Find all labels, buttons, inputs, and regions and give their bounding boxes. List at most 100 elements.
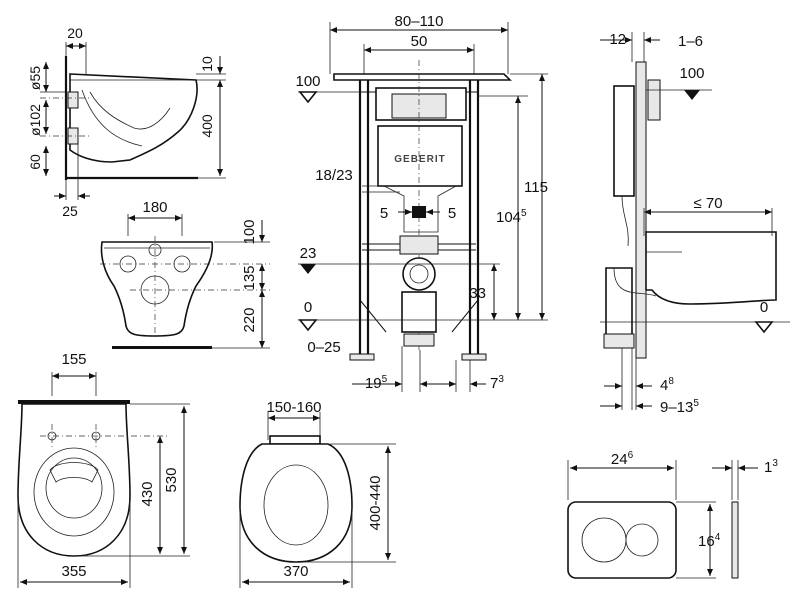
seat-outer (239, 443, 353, 563)
dim-50: 50 (411, 33, 428, 50)
dim-4-sup: 8 (668, 376, 674, 387)
dim-0-25: 0–25 (307, 339, 340, 356)
bowl-inner-line (89, 91, 171, 130)
dim-4-8: 48 (660, 376, 674, 394)
dim-9-13-sup: 5 (693, 398, 699, 409)
flush-pipe (383, 185, 458, 233)
bowl-front-outline (100, 241, 214, 337)
drain-connector (402, 257, 436, 291)
dim-370: 370 (283, 563, 308, 580)
drain-end-side (603, 333, 635, 349)
dim-400-440: 400-440 (367, 475, 384, 530)
bowl-connector (399, 235, 439, 255)
dim-5-left: 5 (380, 205, 388, 222)
wall-bar (18, 400, 130, 404)
foot-right (461, 353, 487, 361)
dim-le-70: ≤ 70 (693, 195, 722, 212)
dim-430: 430 (139, 481, 156, 506)
inlet-hole (148, 243, 162, 257)
flush-plate-side (647, 79, 661, 121)
bowl-inner-line-2 (81, 89, 143, 147)
dim-24-sup: 6 (628, 450, 634, 461)
dim-d102: ø102 (27, 104, 43, 136)
dim-33: 33 (469, 285, 486, 302)
bowl-side-outline (69, 73, 198, 163)
flush-plate-view: 246 164 13 (567, 450, 778, 579)
center-marker (412, 206, 426, 218)
dim-7-sup: 3 (498, 374, 504, 385)
dim-104-5: 1045 (496, 208, 527, 226)
drain-end (403, 333, 435, 347)
dim-100-front: 100 (241, 219, 258, 244)
dim-1-sup: 3 (772, 458, 778, 469)
toilet-side-view: ø55 20 10 400 ø102 60 25 (27, 25, 226, 219)
flush-hose (621, 195, 629, 247)
dim-135: 135 (241, 265, 258, 290)
level-marker-100-side (684, 90, 700, 100)
dim-9-13-base: 9–13 (660, 399, 693, 416)
bowl-side-profile (645, 231, 777, 305)
dim-100-frame: 100 (295, 73, 320, 90)
dim-1-base: 1 (764, 459, 772, 476)
dim-180: 180 (142, 199, 167, 216)
dim-9-13-5: 9–135 (660, 398, 699, 416)
dim-7-base: 7 (490, 375, 498, 392)
dim-60: 60 (27, 154, 43, 170)
dim-25: 25 (62, 203, 78, 219)
dim-24-6: 246 (611, 450, 634, 468)
dim-7-3: 73 (490, 374, 504, 392)
dim-16-sup: 4 (715, 532, 721, 543)
dim-20: 20 (67, 25, 83, 41)
dim-4-base: 4 (660, 377, 668, 394)
level-marker-100 (298, 91, 318, 104)
dim-400: 400 (199, 114, 215, 138)
flush-inlet (67, 91, 79, 109)
bowl-top-outline (17, 403, 131, 557)
dim-530: 530 (163, 467, 180, 492)
dim-1-6: 1–6 (678, 33, 703, 50)
dim-10: 10 (199, 56, 215, 72)
frame-side-view: 12 1–6 100 ≤ 70 0 48 9–135 (600, 31, 790, 416)
dim-115: 115 (524, 179, 548, 196)
frame-side-post (635, 61, 647, 359)
bowl-top-view: 155 430 530 355 (17, 351, 190, 588)
toilet-front-view: 180 100 135 220 (100, 199, 270, 349)
dim-23: 23 (300, 245, 317, 262)
dim-19-base: 19 (365, 375, 382, 392)
seat-opening (263, 464, 329, 546)
bowl-opening-inner (45, 457, 103, 519)
level-marker-23 (300, 264, 316, 274)
flush-plate-side (731, 501, 739, 579)
dim-100-side: 100 (679, 65, 704, 82)
drain-elbow (605, 267, 633, 341)
floor-bar (112, 346, 212, 349)
flush-plate (567, 501, 677, 579)
drain-pipe (401, 291, 437, 333)
dim-24-base: 24 (611, 451, 628, 468)
dim-19-sup: 5 (382, 374, 388, 385)
seat-hinge (269, 435, 321, 445)
dim-16-4: 164 (698, 532, 721, 550)
dim-0-side: 0 (760, 299, 768, 316)
dim-16-base: 16 (698, 533, 715, 550)
foot-left (349, 353, 375, 361)
toilet-seat-view: 150-160 400-440 370 (239, 399, 396, 588)
dim-355: 355 (61, 563, 86, 580)
dim-5-right: 5 (448, 205, 456, 222)
dim-1-3: 13 (764, 458, 778, 476)
dim-0-front: 0 (304, 299, 312, 316)
dim-104-sup: 5 (521, 208, 527, 219)
bowl-rim-detail (49, 462, 99, 483)
dim-12: 12 (609, 31, 626, 48)
bowl-opening-outer (33, 447, 115, 537)
dim-150-160: 150-160 (266, 399, 321, 416)
dim-19-5: 195 (365, 374, 388, 392)
dim-18-23: 18/23 (315, 167, 353, 184)
flush-button-small (625, 523, 659, 557)
cistern-body (377, 125, 463, 187)
dim-155: 155 (61, 351, 86, 368)
top-bracket (333, 73, 512, 81)
cistern-side (613, 85, 635, 197)
